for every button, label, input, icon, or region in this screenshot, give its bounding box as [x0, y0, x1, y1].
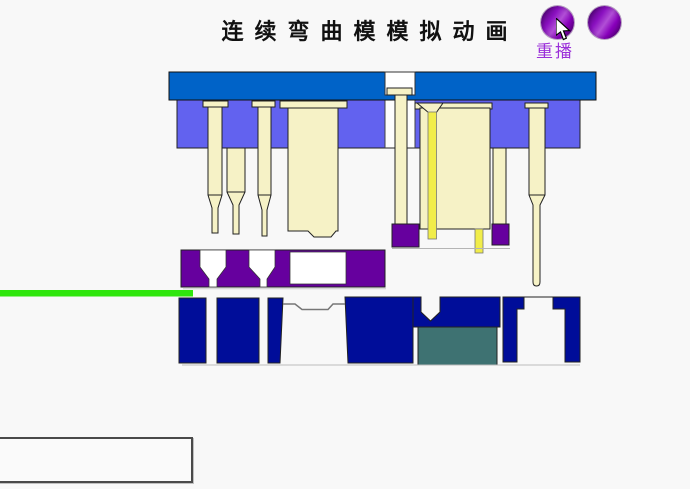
punch-2-pilot: [226, 147, 246, 235]
die-band-v-slot: [412, 296, 501, 328]
page-title: 连续弯曲模模拟动画: [221, 19, 519, 44]
die-block-4: [344, 296, 414, 364]
punch-1-head: [202, 100, 229, 108]
upper-punch-holder-plate: [176, 99, 581, 149]
replay-button-label: 重播: [536, 42, 574, 61]
die-insert-holder: [502, 296, 581, 363]
cursor-icon: [556, 18, 571, 41]
bend-punch-1-head: [279, 100, 348, 109]
secondary-button[interactable]: [588, 6, 621, 39]
die-block-3: [267, 297, 284, 364]
status-box: [0, 437, 193, 483]
upper-top-plate: [168, 71, 597, 101]
retainer-block-right: [491, 223, 510, 246]
bend-punch-1-body: [287, 107, 339, 238]
punch-3-pilot: [257, 106, 272, 237]
long-pin-head: [524, 102, 549, 109]
ejector-pin-center: [427, 111, 437, 240]
strip-stock: [0, 290, 193, 297]
pin-b-stem: [492, 147, 507, 225]
die-insert-teal: [417, 326, 498, 366]
guide-pin-head: [386, 87, 413, 96]
stripper-window: [289, 251, 347, 285]
long-pilot-pin: [528, 107, 546, 287]
stripper-funnel-hole-2: [248, 249, 276, 288]
bent-strip-profile: [283, 303, 345, 311]
punch-1-pilot: [207, 106, 223, 234]
ejector-pin-small: [474, 228, 484, 254]
die-block-2: [216, 297, 260, 364]
retainer-block-left: [391, 223, 420, 248]
punch-3-head: [251, 100, 276, 108]
stripper-funnel-hole-1: [199, 249, 227, 288]
guide-pin-stem: [394, 94, 408, 226]
die-block-1: [178, 297, 207, 364]
